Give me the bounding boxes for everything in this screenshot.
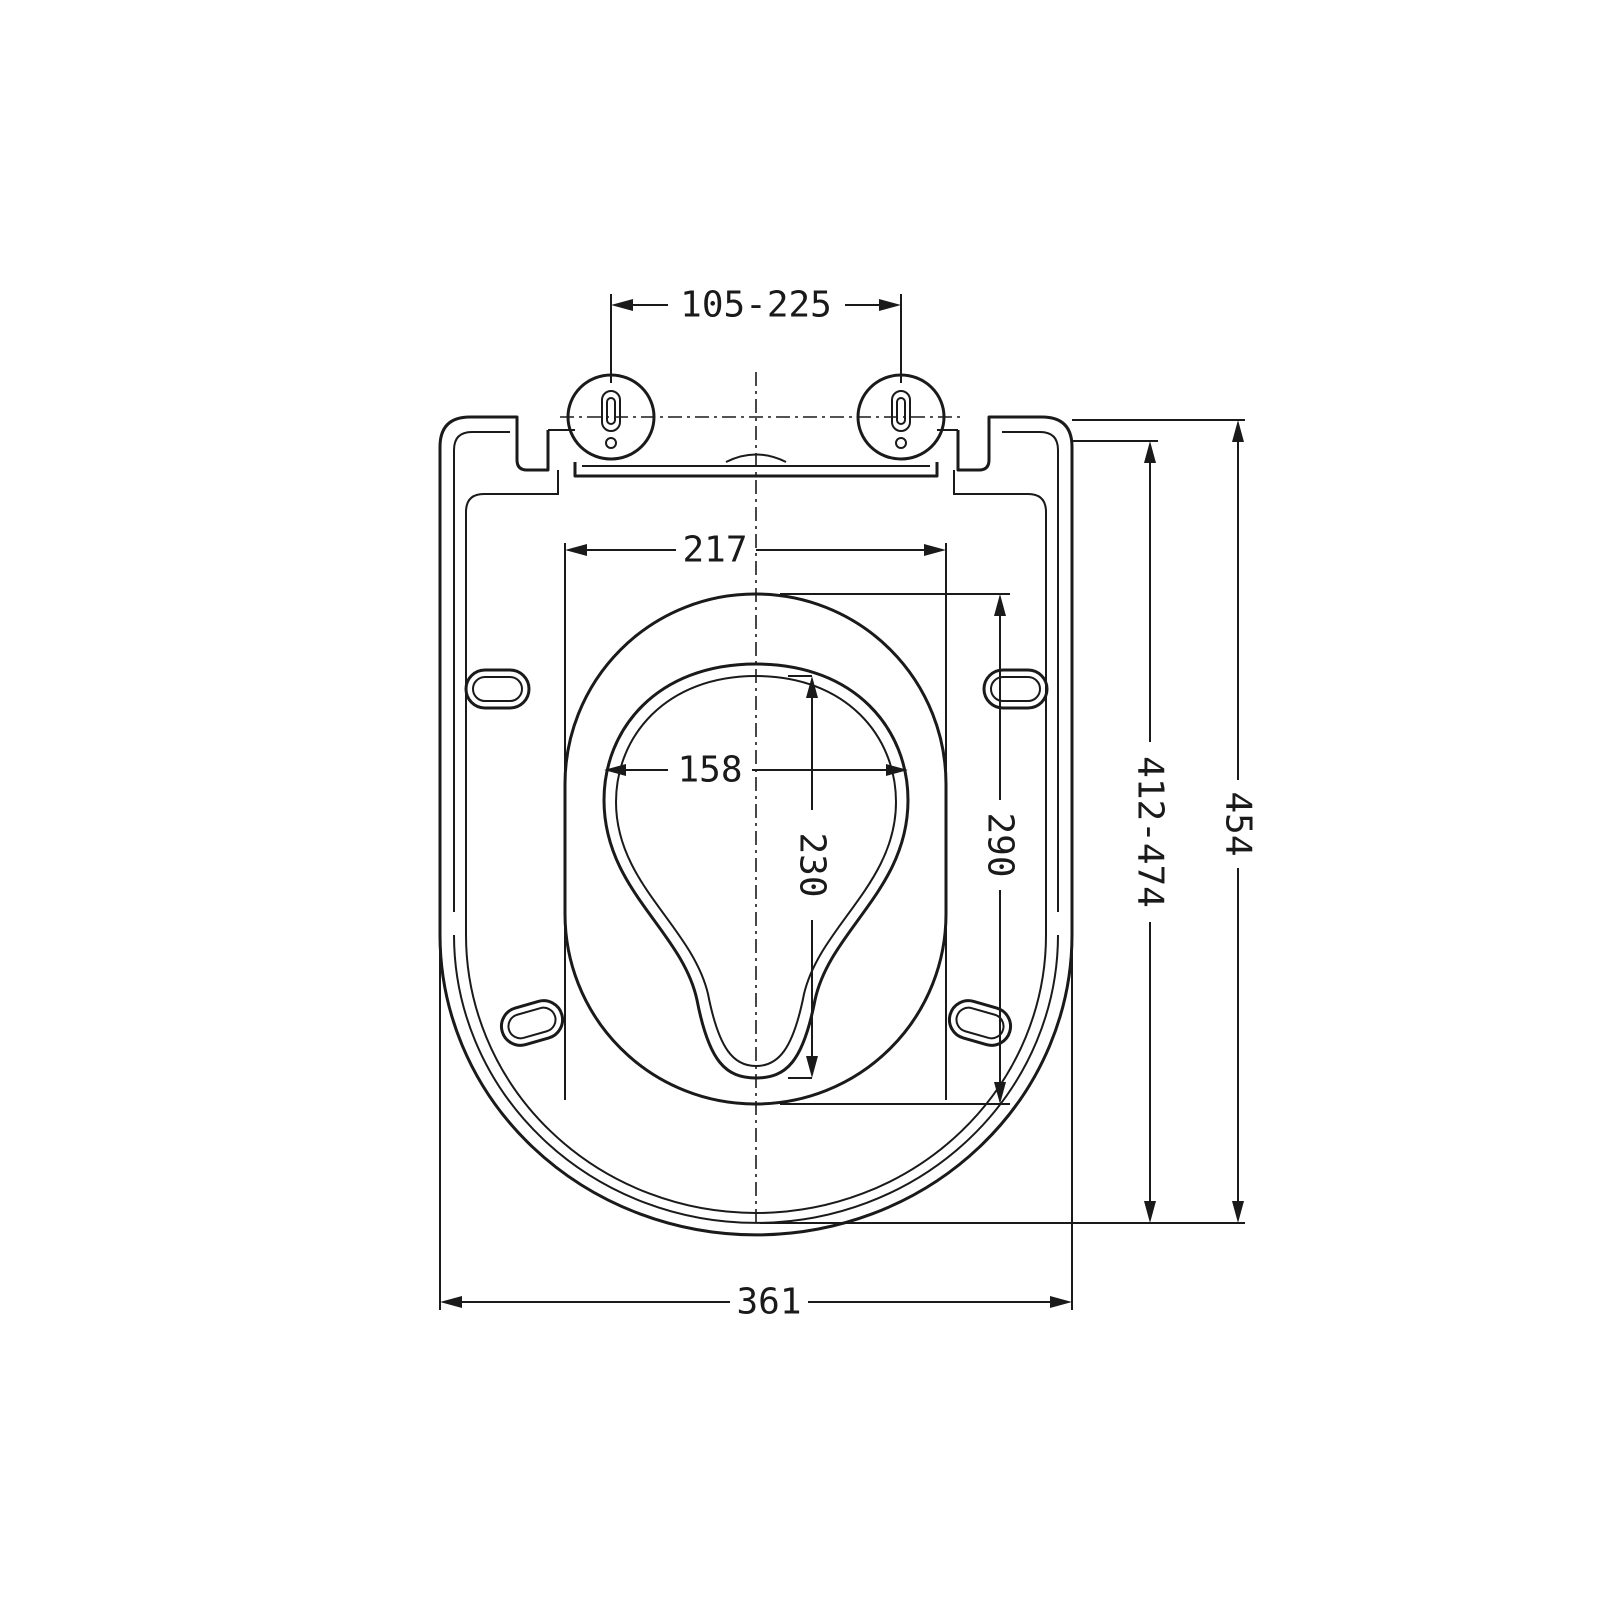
label-overall-length: 454 — [1218, 791, 1259, 856]
label-seat-inner-width: 217 — [682, 530, 747, 571]
label-opening-length: 230 — [792, 832, 833, 897]
label-overall-width: 361 — [736, 1282, 801, 1323]
dim-opening-length — [788, 675, 818, 1079]
dim-overall-length — [1072, 419, 1245, 1224]
hinge-bar — [548, 429, 958, 478]
dim-fixing-range — [760, 440, 1158, 1224]
dim-seat-width — [564, 543, 947, 1100]
buffers — [464, 668, 1049, 1047]
label-fixing-range: 412-474 — [1130, 756, 1171, 908]
label-seat-inner-length: 290 — [980, 812, 1021, 877]
dim-hinge-spacing — [610, 294, 902, 383]
dim-overall-width — [439, 935, 1073, 1310]
label-hinge-spacing: 105-225 — [680, 285, 832, 326]
label-opening-width: 158 — [677, 750, 742, 791]
dim-opening-width — [604, 764, 908, 776]
dim-seat-length — [780, 593, 1010, 1105]
